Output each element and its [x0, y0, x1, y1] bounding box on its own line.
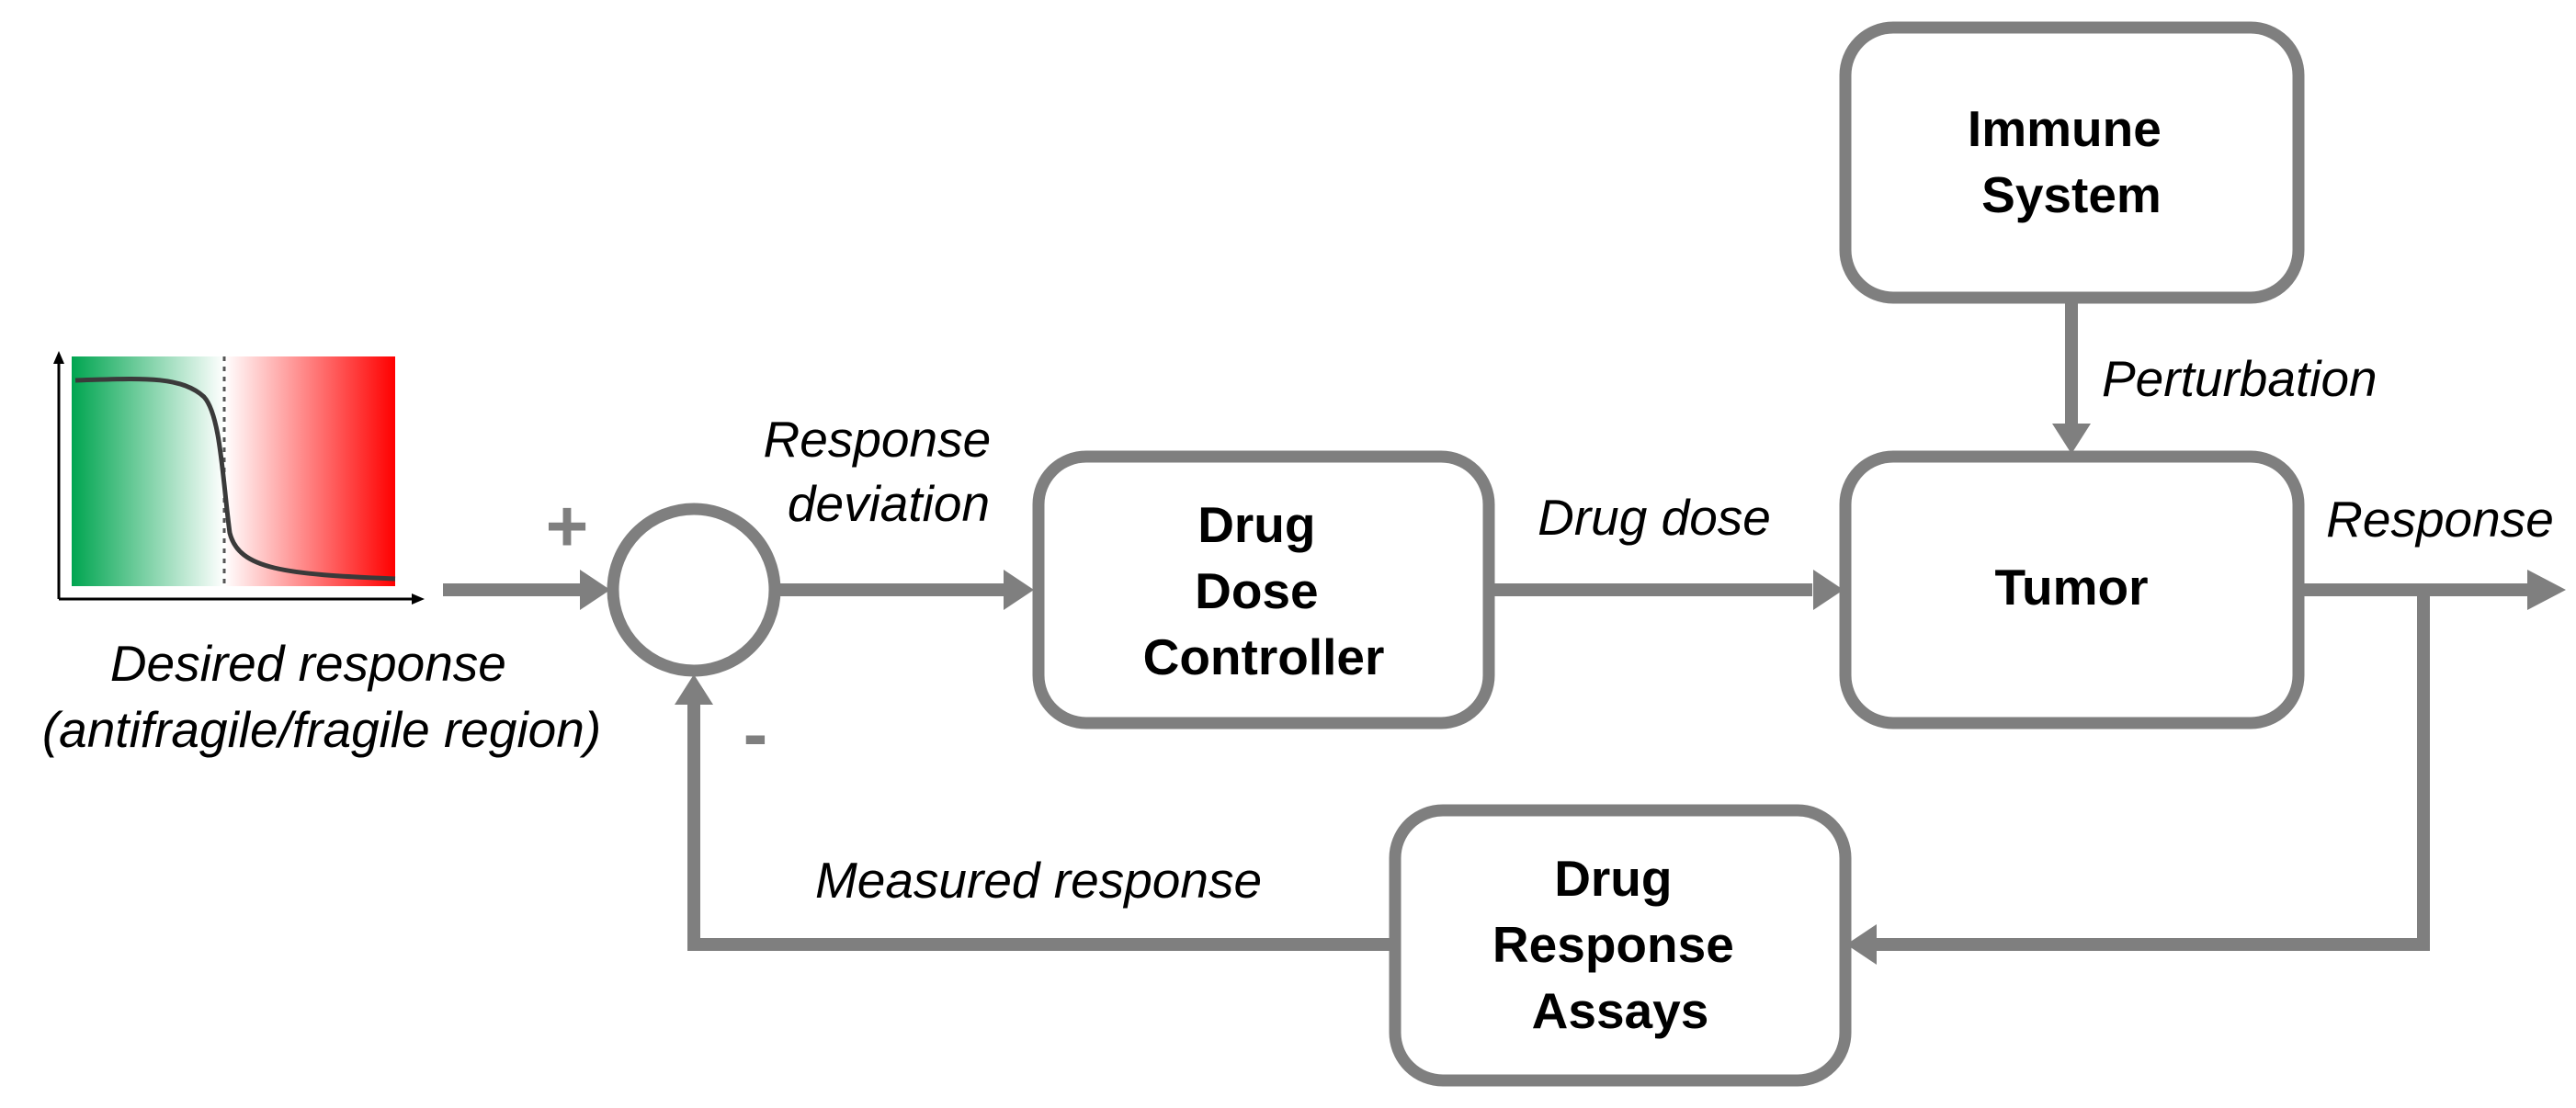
desired-response-label: Desired response (antifragile/fragile re… [42, 635, 601, 758]
fragile-region [224, 356, 395, 586]
immune-system-box [1839, 21, 2305, 304]
minus-sign: - [743, 693, 768, 774]
drug-dose-label: Drug dose [1538, 489, 1771, 546]
response-curve [74, 376, 396, 582]
response-output-arrowhead [2527, 570, 2566, 610]
drug-response-assays-block: Drug Response Assays [1389, 804, 1852, 1087]
signal-labels: Response deviation Drug dose Perturbatio… [42, 350, 2554, 909]
drug-dose-controller-label: Drug Dose Controller [1143, 496, 1385, 685]
measured-response-arrowhead [675, 674, 713, 705]
tumor-box [1839, 450, 2305, 729]
response-label: Response [2326, 491, 2554, 548]
plot-x-axis-arrow [412, 594, 425, 605]
immune-system-label-line-2: System [1981, 166, 2162, 223]
measured-response-line [687, 698, 1395, 951]
drug-dose-controller-block: Drug Dose Controller [1032, 450, 1495, 729]
drug-dose-controller-label-line-1: Drug [1197, 496, 1315, 553]
desired-response-label-line-1: Desired response [110, 635, 506, 692]
drug-dose-arrowhead [1813, 570, 1844, 610]
desired-response-label-line-2: (antifragile/fragile region) [42, 701, 601, 758]
response-deviation-label-line-2: deviation [788, 475, 990, 532]
desired-response-plot [53, 351, 425, 605]
drug-response-assays-box [1389, 804, 1852, 1087]
feedback-branch-line [1875, 590, 2430, 951]
immune-system-label: Immune System [1968, 100, 2175, 223]
drug-dose-controller-label-line-2: Dose [1195, 562, 1319, 619]
response-deviation-label: Response deviation [764, 411, 1005, 532]
tumor-label: Tumor [1994, 559, 2148, 616]
immune-system-block: Immune System [1839, 21, 2305, 304]
perturbation-arrowhead [2052, 424, 2091, 454]
connections [443, 301, 2566, 965]
plus-sign: + [546, 485, 589, 567]
tumor-block: Tumor [1839, 450, 2305, 729]
plot-y-axis-arrow [53, 351, 64, 364]
drug-response-assays-label-line-1: Drug [1554, 850, 1672, 907]
drug-response-assays-label: Drug Response Assays [1492, 850, 1748, 1039]
drug-response-assays-label-line-3: Assays [1532, 982, 1709, 1039]
drug-response-assays-label-line-2: Response [1492, 916, 1734, 973]
response-deviation-arrowhead [1004, 570, 1034, 610]
measured-response-label: Measured response [815, 852, 1262, 909]
drug-dose-controller-box [1032, 450, 1495, 729]
drug-dose-controller-label-line-3: Controller [1143, 628, 1385, 685]
summing-junction: + - [546, 485, 781, 774]
antifragile-region [72, 356, 224, 586]
immune-system-label-line-1: Immune [1968, 100, 2162, 157]
feedback-arrowhead [1846, 924, 1877, 965]
desired-response-arrowhead [580, 570, 610, 610]
response-deviation-label-line-1: Response [764, 411, 992, 468]
perturbation-label: Perturbation [2102, 350, 2377, 407]
summing-junction-circle [607, 503, 781, 677]
